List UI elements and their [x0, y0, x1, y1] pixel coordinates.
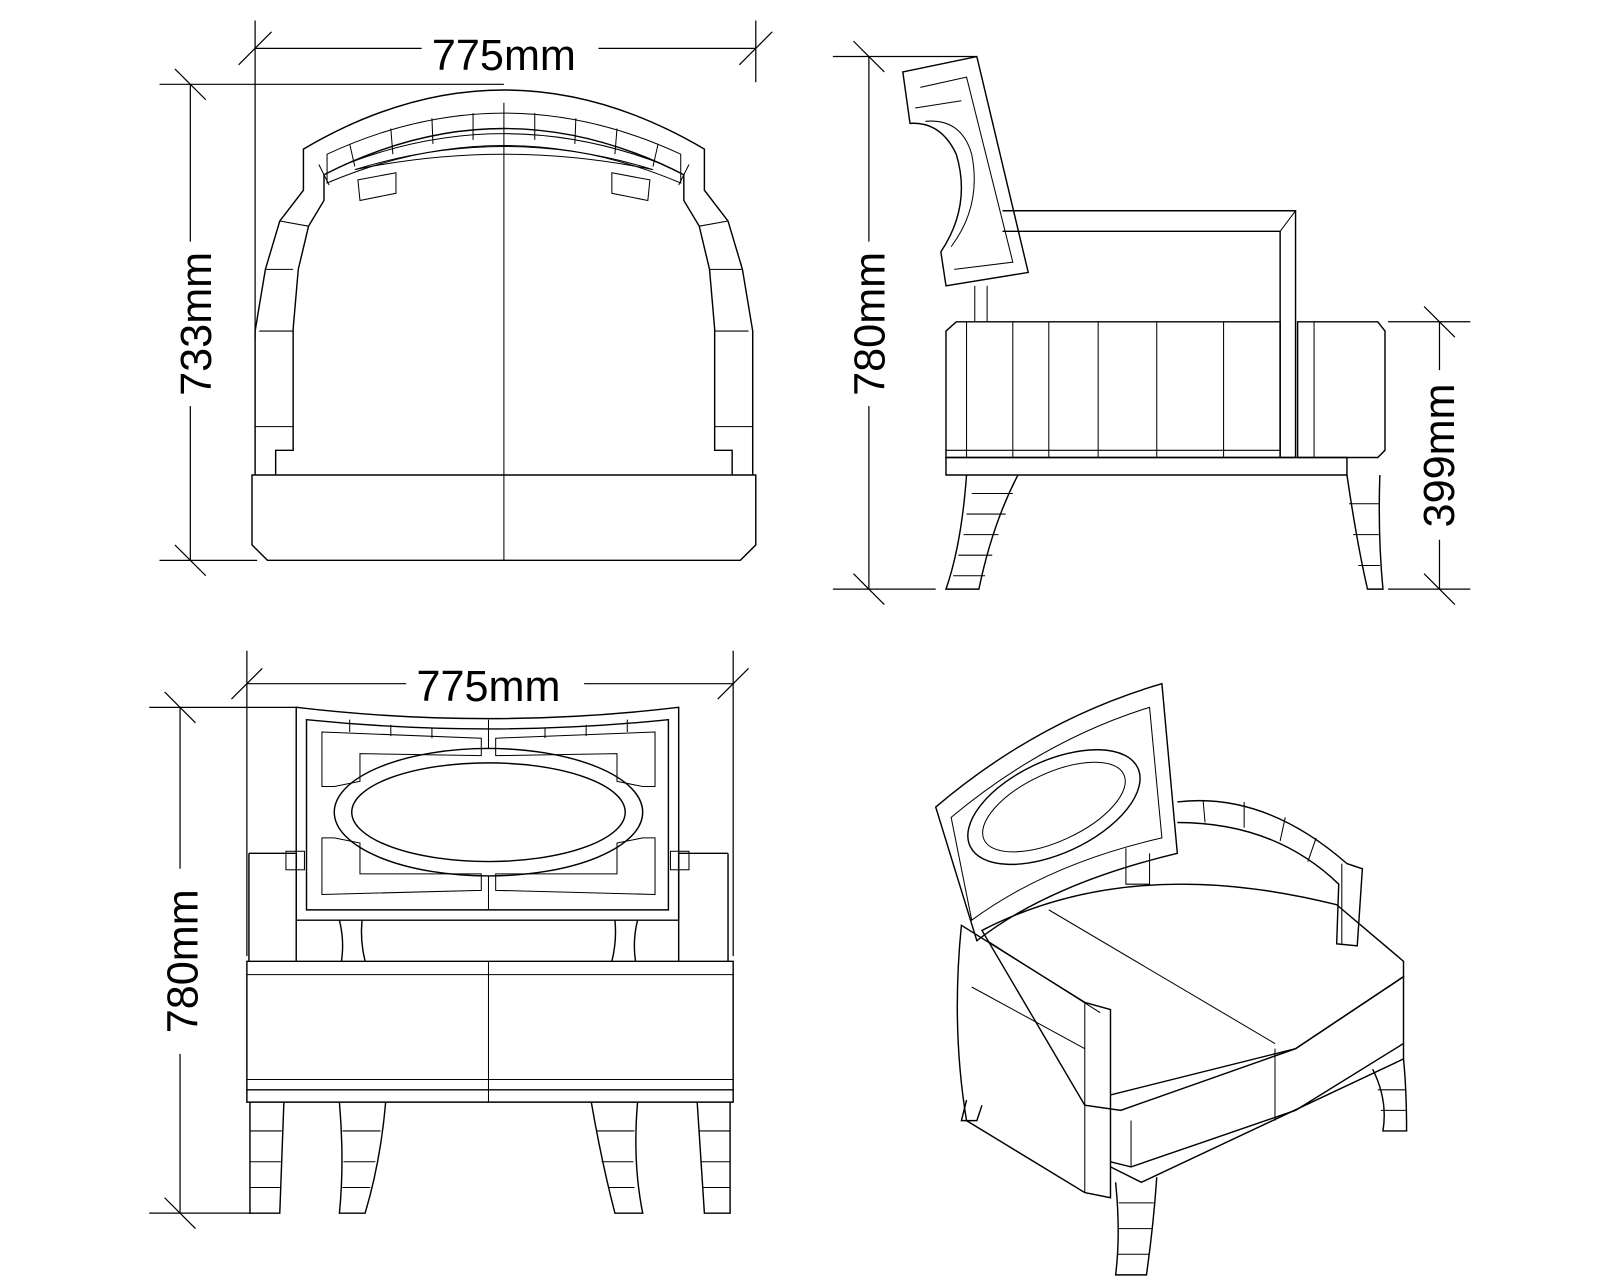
side-view-height-label: 780mm — [846, 252, 894, 396]
top-view-depth-dimension: 733mm — [159, 68, 504, 577]
top-view-width-label: 775mm — [432, 32, 576, 80]
top-view-depth-label: 733mm — [173, 252, 221, 396]
front-view-width-dimension: 775mm — [231, 650, 750, 957]
side-view-height-dimension: 780mm — [832, 40, 977, 605]
top-view: 775mm 733mm — [159, 20, 773, 577]
side-view-seat-height-label: 399mm — [1416, 383, 1464, 527]
side-view: 780mm 399mm — [832, 40, 1471, 605]
front-view-height-dimension: 780mm — [149, 691, 299, 1230]
isometric-view — [934, 682, 1408, 1276]
front-view-height-label: 780mm — [160, 889, 208, 1033]
side-view-chair-outline — [902, 55, 1386, 590]
top-view-chair-outline — [251, 89, 757, 562]
top-view-width-dimension: 775mm — [238, 20, 773, 340]
front-view-width-label: 775mm — [416, 663, 560, 711]
front-view-chair-outline — [246, 706, 734, 1214]
front-view: 775mm 780mm — [149, 650, 750, 1230]
side-view-seat-height-dimension: 399mm — [1388, 305, 1471, 605]
